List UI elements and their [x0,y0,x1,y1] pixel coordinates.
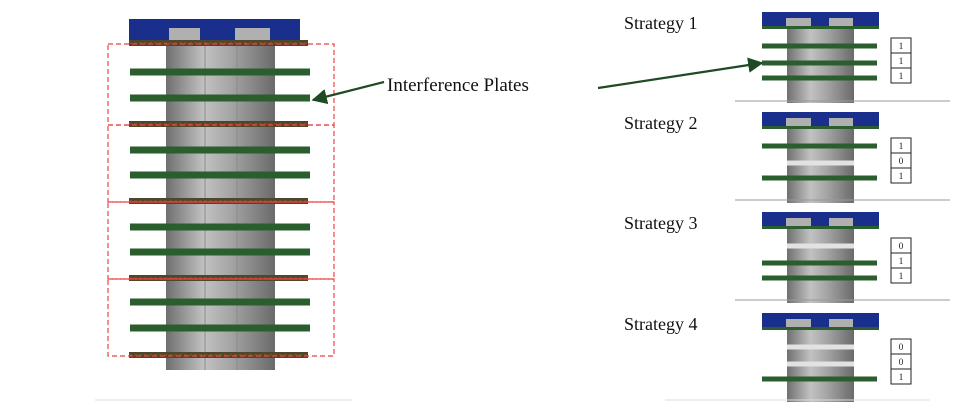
bit-value: 1 [899,256,904,266]
bit-value: 1 [899,372,904,382]
bit-value: 1 [899,56,904,66]
bit-box [890,267,912,284]
strategy-plate [762,60,877,66]
strategy-cap-window [786,118,811,127]
bit-value: 1 [899,271,904,281]
strategy-1: Strategy 1 1 1 1 [624,12,912,103]
bit-value: 1 [899,41,904,51]
interference-plates-callout: Interference Plates [311,57,764,105]
interference-plate [130,248,310,256]
strategy-cap [762,313,879,319]
strategy-cap-block [762,18,786,27]
interference-plate [130,223,310,231]
boundary-plate [129,40,308,46]
strategy-cap-window [786,218,811,227]
bit-box [890,167,912,184]
interference-plate [130,68,310,76]
boundary-plate [129,121,308,127]
strategy-4: Strategy 4 0 0 1 [624,313,912,402]
strategy-label: Strategy 1 [624,13,698,33]
strategy-gap [787,243,854,249]
interference-plate [130,298,310,306]
bit-box [890,368,912,385]
strategy-cap-window [829,319,853,328]
strategy-plate [762,175,877,181]
strategy-top-plate [762,327,879,330]
main-pillar [166,42,275,370]
boundary-plate [129,198,308,204]
strategy-cap-block [811,18,829,27]
strategy-cap-block [762,319,786,328]
strategy-gap [787,361,854,367]
strategy-gap [787,344,854,350]
strategy-plate [762,75,877,81]
strategy-cap-block [762,218,786,227]
interference-plate [130,94,310,102]
bit-value: 0 [899,241,904,251]
boundary-plate [129,352,308,358]
strategy-plate [762,275,877,281]
strategy-label: Strategy 2 [624,113,698,133]
bit-value: 1 [899,141,904,151]
callout-arrow-right [597,57,764,90]
strategy-cap [762,12,879,18]
dashed-group-box [107,278,335,357]
main-top-cap [129,19,300,42]
bit-value: 0 [899,342,904,352]
bit-box [890,67,912,84]
bit-value: 1 [899,71,904,81]
strategy-3: Strategy 3 0 1 1 [624,212,912,303]
main-plates [129,40,310,358]
boundary-plate [129,275,308,281]
strategy-cap-block [762,118,786,127]
bit-value: 1 [899,171,904,181]
strategy-label: Strategy 3 [624,213,698,233]
strategy-plate [762,376,877,382]
interference-plate [130,146,310,154]
strategy-cap-window [829,218,853,227]
strategy-cap-block [811,118,829,127]
strategy-cap-block [811,218,829,227]
strategy-plate [762,143,877,149]
strategy-top-plate [762,26,879,29]
strategy-2: Strategy 2 1 0 1 [624,112,912,203]
strategy-plate [762,43,877,49]
strategy-cap-block [853,118,879,127]
strategy-cap-block [853,218,879,227]
strategy-cap [762,112,879,118]
strategy-cap-window [786,319,811,328]
strategy-cap-block [853,18,879,27]
strategy-top-plate [762,126,879,129]
callout-label: Interference Plates [387,75,529,96]
interference-plate [130,324,310,332]
bit-value: 0 [899,357,904,367]
strategy-cap [762,212,879,218]
main-dashed-boxes [107,43,335,357]
bit-value: 0 [899,156,904,166]
strategy-separators [735,100,950,301]
strategy-cap-window [786,18,811,27]
interference-plate [130,171,310,179]
callout-arrow-left [311,80,385,105]
strategy-cap-window [829,18,853,27]
strategy-cap-window [829,118,853,127]
main-structure [107,19,335,370]
strategy-top-plate [762,226,879,229]
strategy-label: Strategy 4 [624,314,698,334]
strategy-gap [787,160,854,166]
strategy-cap-block [811,319,829,328]
strategy-plate [762,260,877,266]
strategy-cap-block [853,319,879,328]
